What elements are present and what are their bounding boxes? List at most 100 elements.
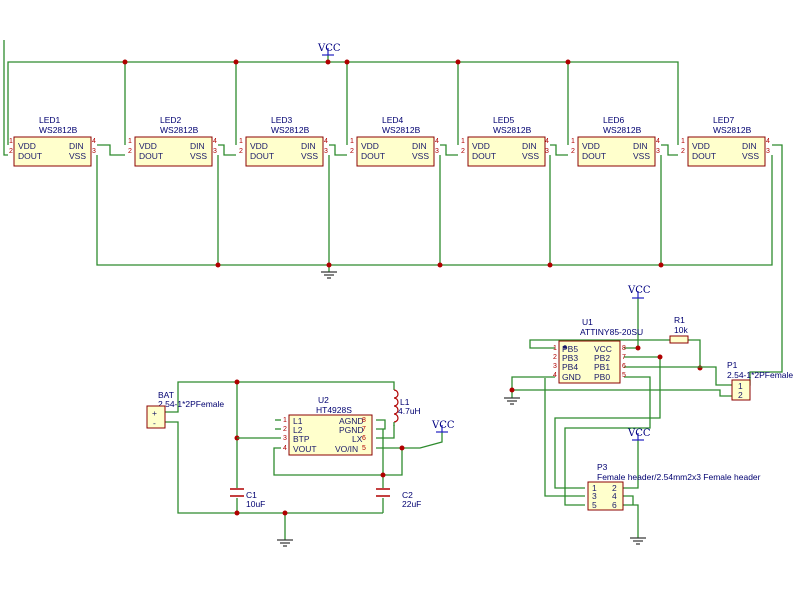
c2-capacitor: C2 22uF [376, 488, 421, 509]
pin-num: 4 [283, 445, 287, 452]
led-7: LED7 WS2812B VDD DOUT DIN VSS 1 2 4 3 [681, 115, 770, 167]
gnd-symbol-power [277, 539, 293, 547]
c1-ref: C1 [246, 490, 257, 500]
pin-num: 7 [362, 426, 366, 433]
pin-num: 4 [545, 138, 549, 145]
pin-num: 1 [553, 345, 557, 352]
p1-connector: P1 2.54-1*2PFemale 1 2 [727, 360, 793, 401]
pin-din: DIN [190, 141, 205, 151]
pin-pb3: PB3 [562, 353, 578, 363]
bat-value: 2.54-1*2PFemale [158, 399, 224, 409]
pin-num: 3 [553, 363, 557, 370]
led-ref: LED3 [271, 115, 293, 125]
pin-num: 6 [622, 363, 626, 370]
led-ref: LED5 [493, 115, 515, 125]
pin-num: 4 [656, 138, 660, 145]
p3-ref: P3 [597, 462, 608, 472]
pin-num: 1 [350, 138, 354, 145]
pin-1: 1 [738, 381, 743, 391]
pin-4: 4 [612, 491, 617, 501]
pin-num: 4 [553, 372, 557, 379]
pin-vss: VSS [190, 151, 207, 161]
pin-minus: - [153, 418, 156, 428]
p3-connector: P3 Female header/2.54mm2x3 Female header… [587, 462, 761, 511]
pin-num: 4 [213, 138, 217, 145]
pin-num: 1 [681, 138, 685, 145]
pin-num: 2 [350, 148, 354, 155]
pin-num: 2 [681, 148, 685, 155]
power-wires [165, 379, 443, 540]
pin-pb0: PB0 [594, 372, 610, 382]
vcc-symbol-p3: VCC [627, 428, 651, 441]
pin-num: 2 [283, 426, 287, 433]
pin-vdd: VDD [18, 141, 36, 151]
pin-pb1: PB1 [594, 362, 610, 372]
c1-capacitor: C1 10uF [230, 488, 265, 509]
pin-num: 5 [362, 445, 366, 452]
pin-pb4: PB4 [562, 362, 578, 372]
pin-num: 8 [362, 417, 366, 424]
pin-vss: VSS [412, 151, 429, 161]
pin-vcc: VCC [594, 344, 612, 354]
c2-ref: C2 [402, 490, 413, 500]
pin-num: 1 [283, 417, 287, 424]
u1-wires [509, 298, 732, 538]
pin-plus: + [152, 408, 157, 418]
u2-ref: U2 [318, 395, 329, 405]
pin-num: 5 [622, 372, 626, 379]
pin-vdd: VDD [361, 141, 379, 151]
u2-value: HT4928S [316, 405, 352, 415]
pin-pb2: PB2 [594, 353, 610, 363]
led-ref: LED1 [39, 115, 61, 125]
pin-vout: VOUT [293, 444, 317, 454]
led-1: LED1 WS2812B VDD DOUT DIN VSS 1 2 4 3 [9, 115, 96, 167]
pin-num: 3 [283, 435, 287, 442]
pin-num: 2 [9, 148, 13, 155]
vcc-label: VCC [317, 43, 341, 54]
pin-din: DIN [742, 141, 757, 151]
led-value: WS2812B [271, 125, 310, 135]
pin-num: 2 [571, 148, 575, 155]
pin-num: 3 [656, 148, 660, 155]
pin-btp: BTP [293, 434, 310, 444]
pin-num: 2 [239, 148, 243, 155]
pin-gnd: GND [562, 372, 581, 382]
pin-5: 5 [592, 500, 597, 510]
led-3: LED3 WS2812B VDD DOUT DIN VSS 1 2 4 3 [239, 115, 328, 167]
pin-l2: L2 [293, 425, 303, 435]
p1-ref: P1 [727, 360, 738, 370]
led-value: WS2812B [39, 125, 78, 135]
pin-num: 4 [324, 138, 328, 145]
bat-connector: BAT 2.54-1*2PFemale + - [146, 390, 224, 429]
pin-num: 7 [622, 354, 626, 361]
pin-num: 1 [571, 138, 575, 145]
pin-num: 1 [128, 138, 132, 145]
vcc-label: VCC [431, 420, 455, 431]
pin-pb5: PB5 [562, 344, 578, 354]
u1-value: ATTINY85-20SU [580, 327, 643, 337]
pin-num: 4 [92, 138, 96, 145]
led-4: LED4 WS2812B VDD DOUT DIN VSS 1 2 4 3 [350, 115, 439, 167]
pin-2: 2 [612, 483, 617, 493]
pin-num: 1 [461, 138, 465, 145]
pin-dout: DOUT [139, 151, 163, 161]
pin-num: 1 [9, 138, 13, 145]
vcc-label: VCC [627, 428, 651, 439]
pin-din: DIN [69, 141, 84, 151]
pin-pgnd: PGND [339, 425, 364, 435]
led-value: WS2812B [382, 125, 421, 135]
p1-value: 2.54-1*2PFemale [727, 370, 793, 380]
pin-dout: DOUT [582, 151, 606, 161]
pin-dout: DOUT [361, 151, 385, 161]
led-junctions [122, 59, 664, 268]
pin-agnd: AGND [339, 416, 364, 426]
pin-num: 3 [545, 148, 549, 155]
pin-1: 1 [592, 483, 597, 493]
led-2: LED2 WS2812B VDD DOUT DIN VSS 1 2 4 3 [128, 115, 217, 167]
pin-num: 3 [213, 148, 217, 155]
r1-ref: R1 [674, 315, 685, 325]
pin-din: DIN [633, 141, 648, 151]
pin-num: 3 [92, 148, 96, 155]
led-ref: LED2 [160, 115, 182, 125]
